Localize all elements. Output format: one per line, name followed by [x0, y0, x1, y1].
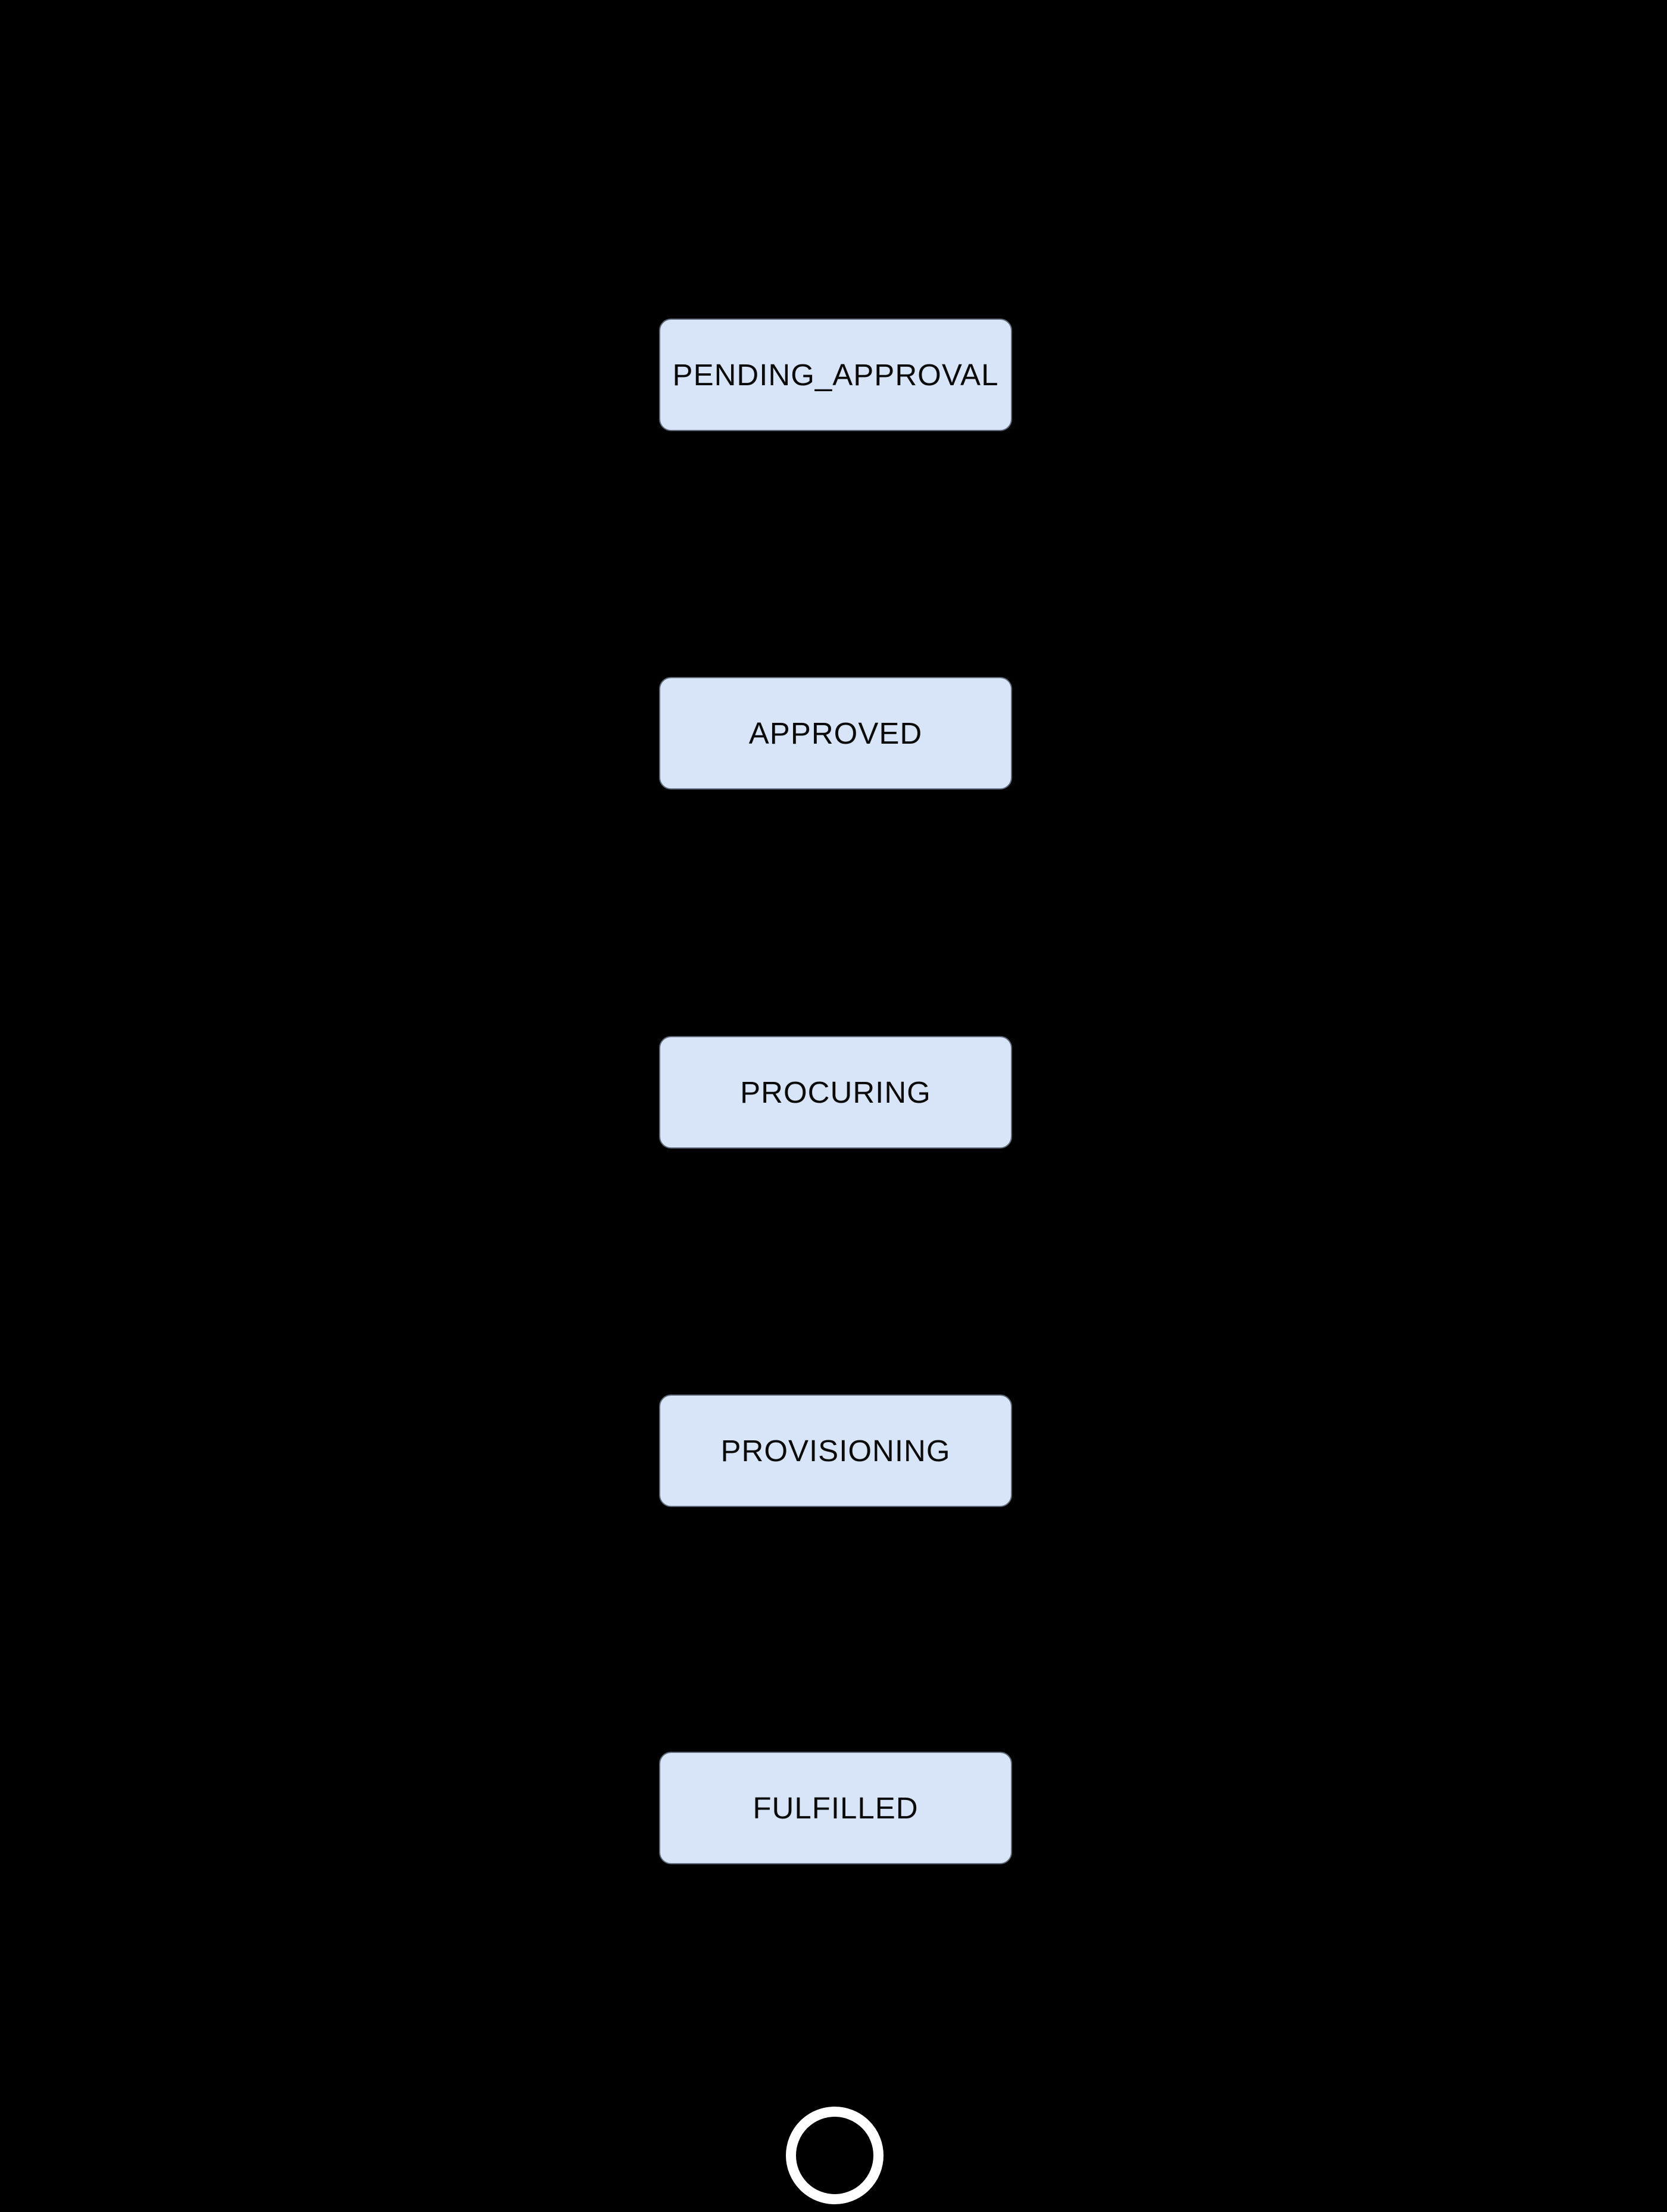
state-node-fulfilled: FULFILLED: [659, 1752, 1012, 1864]
state-node-pending-approval: PENDING_APPROVAL: [659, 319, 1012, 431]
state-node-approved: APPROVED: [659, 677, 1012, 790]
end-state-ring-icon: [786, 2107, 884, 2204]
state-label: PROVISIONING: [720, 1434, 951, 1468]
state-label: PENDING_APPROVAL: [672, 358, 999, 392]
state-node-provisioning: PROVISIONING: [659, 1394, 1012, 1507]
state-node-procuring: PROCURING: [659, 1036, 1012, 1149]
state-label: PROCURING: [740, 1075, 931, 1109]
state-label: APPROVED: [748, 716, 923, 750]
state-label: FULFILLED: [753, 1791, 919, 1825]
